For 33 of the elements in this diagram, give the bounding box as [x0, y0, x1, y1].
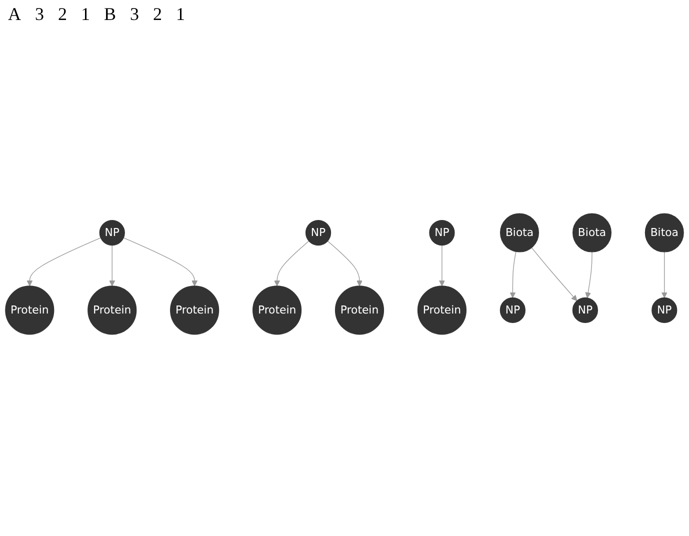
arrow: [438, 244, 445, 286]
node-circle: Protein: [252, 286, 302, 335]
arrow: [26, 237, 102, 286]
edge-count-number: 1: [81, 4, 90, 25]
node-circle: Protein: [334, 286, 384, 335]
node-circle: NP: [99, 220, 125, 246]
node-circle: Protein: [417, 286, 466, 335]
edge-count-number: 1: [176, 4, 186, 25]
node-circle: NP: [572, 297, 598, 323]
node-circle: NP: [652, 297, 678, 323]
arrow: [109, 244, 116, 286]
panel-letter: A: [8, 4, 21, 25]
node-circle: Bitoa: [644, 213, 684, 252]
edge-count-number: 3: [35, 4, 44, 25]
node-circle: Biota: [572, 213, 612, 252]
arrow: [531, 247, 578, 302]
edge-count-number: 2: [58, 4, 67, 25]
arrow: [327, 240, 362, 286]
node-circle: NP: [305, 220, 332, 246]
node-circle: Protein: [170, 286, 220, 335]
edge-count-number: 2: [153, 4, 162, 25]
panel-letter: B: [104, 4, 116, 25]
arrow: [510, 251, 516, 298]
node-circle: NP: [429, 220, 455, 246]
edge-count-number: 3: [130, 4, 140, 25]
arrow: [274, 240, 310, 286]
arrow: [661, 252, 668, 298]
node-circle: NP: [500, 297, 526, 323]
node-circle: Protein: [5, 286, 54, 335]
arrow: [123, 237, 198, 286]
node-circle: Protein: [88, 286, 137, 335]
arrow: [585, 252, 592, 298]
node-circle: Biota: [500, 213, 539, 252]
